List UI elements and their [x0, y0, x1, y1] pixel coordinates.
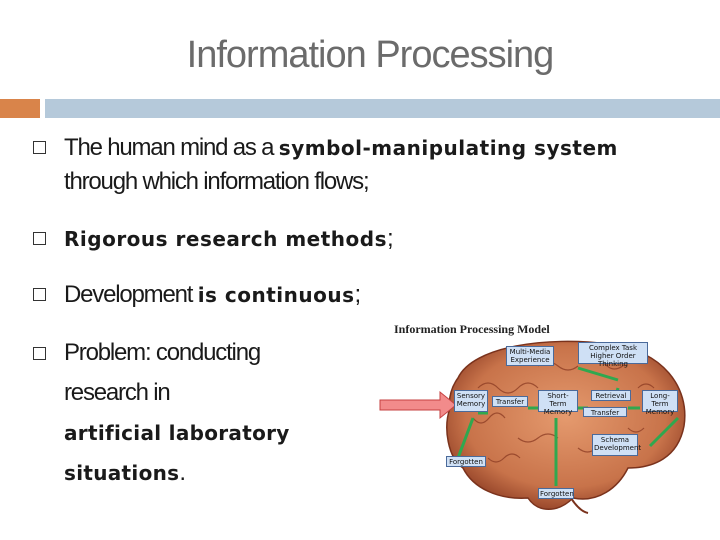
slide-title: Information Processing: [186, 34, 555, 76]
box-retrieval: Retrieval: [591, 390, 631, 401]
box-transfer-2: Transfer: [583, 407, 627, 417]
box-complex-task: Complex Task Higher Order Thinking: [578, 342, 648, 368]
box-multimedia: Multi-Media Experience: [506, 346, 554, 366]
checkbox-bullet-icon: [33, 141, 46, 154]
bullet-text-bold: Rigorous research methods: [64, 227, 387, 251]
box-schema-development: Schema Development: [592, 434, 641, 456]
checkbox-bullet-icon: [33, 288, 46, 301]
bullet-text: Development: [64, 281, 198, 308]
checkbox-bullet-icon: [33, 232, 46, 245]
box-forgotten-1: Forgotten: [446, 456, 486, 467]
checkbox-bullet-icon: [33, 347, 46, 360]
box-transfer-1: Transfer: [492, 396, 528, 407]
diagram-title: Information Processing Model: [394, 322, 550, 336]
accent-bar-blue: [45, 99, 720, 118]
bullet-text-bold: artificial laboratory: [64, 421, 290, 445]
information-processing-model-diagram: Information Processing Model Multi-Media…: [378, 318, 698, 518]
bullet-text: ;: [354, 281, 362, 308]
bullet-text: The human mind as a: [64, 134, 279, 161]
bullet-text-bold: is continuous: [197, 283, 355, 307]
bullet-text: ;: [387, 225, 394, 252]
bullet-text: research in: [64, 379, 171, 406]
box-short-term-memory: Short-Term Memory: [538, 390, 578, 416]
box-forgotten-2: Forgotten: [538, 488, 574, 499]
bullet-text-bold: symbol-manipulating system: [278, 136, 618, 160]
box-long-term-memory: Long-Term Memory: [642, 390, 678, 416]
bullet-text-bold: situations: [64, 461, 180, 485]
accent-bar-orange: [0, 99, 40, 118]
bullet-text: .: [179, 459, 186, 486]
bullet-text: through which information flows;: [64, 168, 370, 195]
box-sensory-memory: Sensory Memory: [454, 390, 488, 412]
bullet-text: Problem: conducting: [64, 339, 261, 366]
